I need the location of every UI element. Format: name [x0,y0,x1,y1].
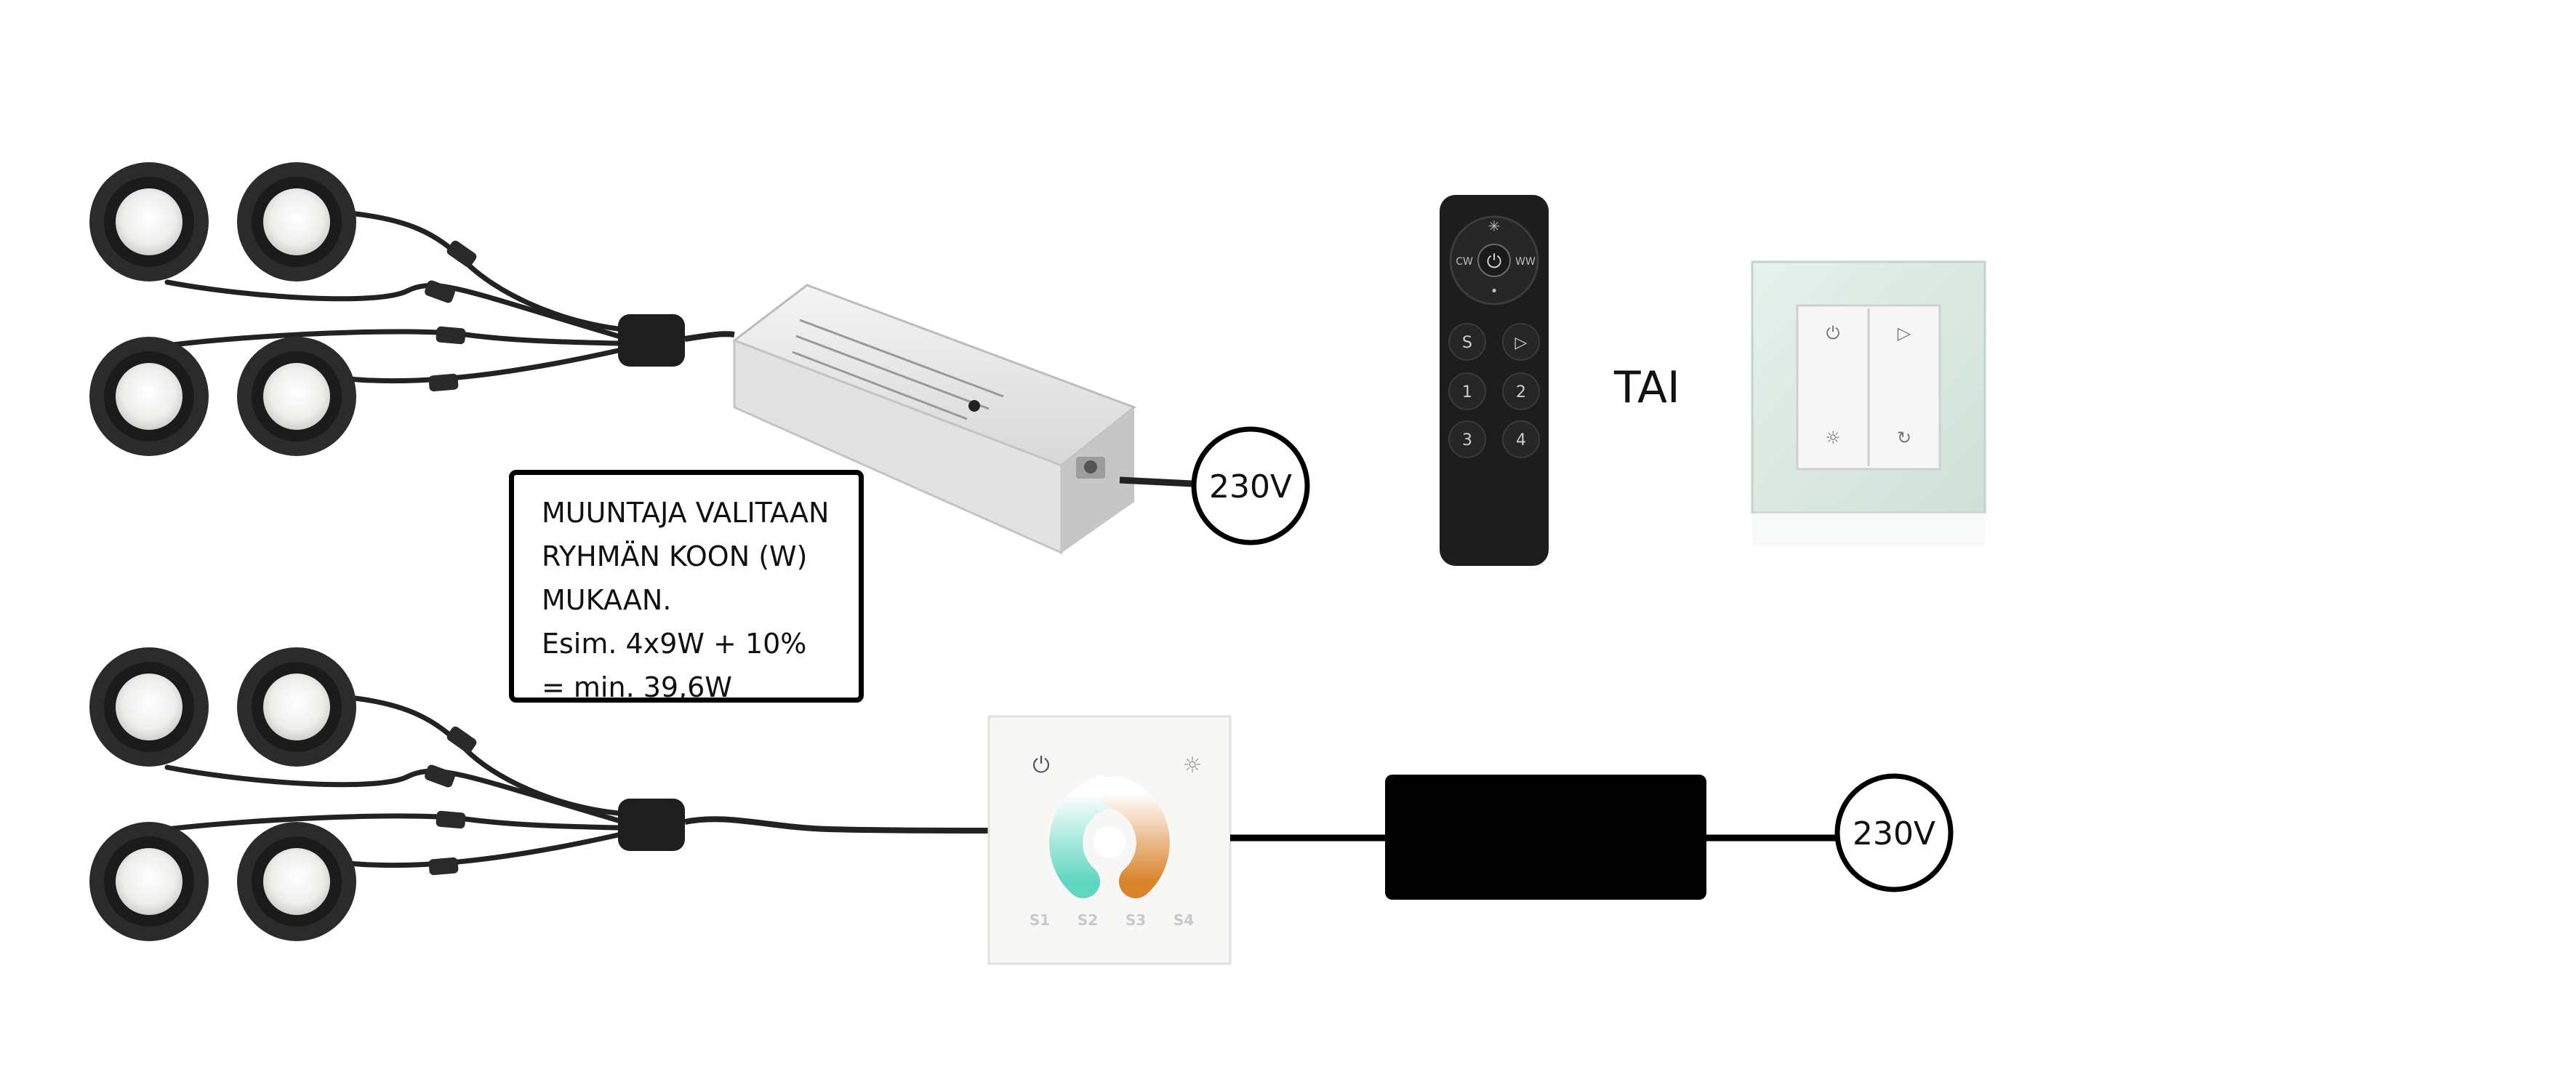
spot-light [237,162,356,281]
mains-supply-bottom [1834,773,1954,892]
spot-light [89,337,209,456]
switch-cycle-icon: ↻ [1897,428,1911,448]
note-line: Esim. 4x9W + 10% [542,628,807,660]
touch-dimmer-panel: ⏻ ☼ S1 S2 S3 S4 [987,715,1232,965]
remote-power-icon: ⏻ [1487,251,1502,273]
panel-zone-label: S2 [1078,911,1098,929]
power-supply [1385,775,1706,900]
remote-ring-right: WW [1515,256,1536,268]
note-line: MUKAAN. [542,584,672,616]
mains-label-top: 230V [1209,468,1292,505]
remote-button-label: 3 [1462,431,1472,449]
led-driver [731,284,1193,555]
spot-light [237,822,356,941]
panel-brightness-icon: ☼ [1183,753,1203,778]
note-line: MUUNTAJA VALITAAN [542,497,830,529]
switch-play-icon: ▷ [1898,323,1911,343]
spot-light [89,822,209,941]
bottom-spot-group [89,647,990,941]
panel-zone-label: S4 [1173,911,1194,929]
remote-ring-left: CW [1456,256,1473,268]
remote-button-label: S [1462,334,1472,352]
top-spot-group [89,162,735,456]
remote-button-label: 2 [1516,383,1526,401]
switch-power-icon: ⏻ [1826,323,1840,343]
remote-button-label: 4 [1516,431,1526,449]
mains-label-bottom: 230V [1853,815,1935,852]
bottom-splitter [618,799,685,851]
panel-power-icon: ⏻ [1032,753,1050,778]
switch-sun-icon: ☼ [1825,428,1841,448]
note-line: RYHMÄN KOON (W) [542,540,808,572]
note-line: = min. 39,6W [542,671,732,703]
note-box: MUUNTAJA VALITAAN RYHMÄN KOON (W) MUKAAN… [509,470,864,703]
remote-button-label: 1 [1462,383,1472,401]
remote-control: ⏻ ✳ • CW WW S ▷ 1 2 3 4 [1440,195,1549,566]
remote-button-label: ▷ [1515,334,1528,352]
panel-zone-label: S1 [1030,911,1050,929]
top-splitter [618,314,685,367]
remote-brightness-up-icon: ✳ [1488,217,1501,235]
remote-brightness-down-icon: • [1490,284,1498,299]
spot-light [89,162,209,281]
wall-switch: ⏻ ▷ ☼ ↻ [1751,260,1986,546]
or-separator-label: TAI [1614,362,1680,413]
spot-light [237,337,356,456]
mains-supply-top [1191,426,1310,546]
spot-light [237,647,356,767]
panel-zone-label: S3 [1126,911,1146,929]
spot-light [89,647,209,767]
